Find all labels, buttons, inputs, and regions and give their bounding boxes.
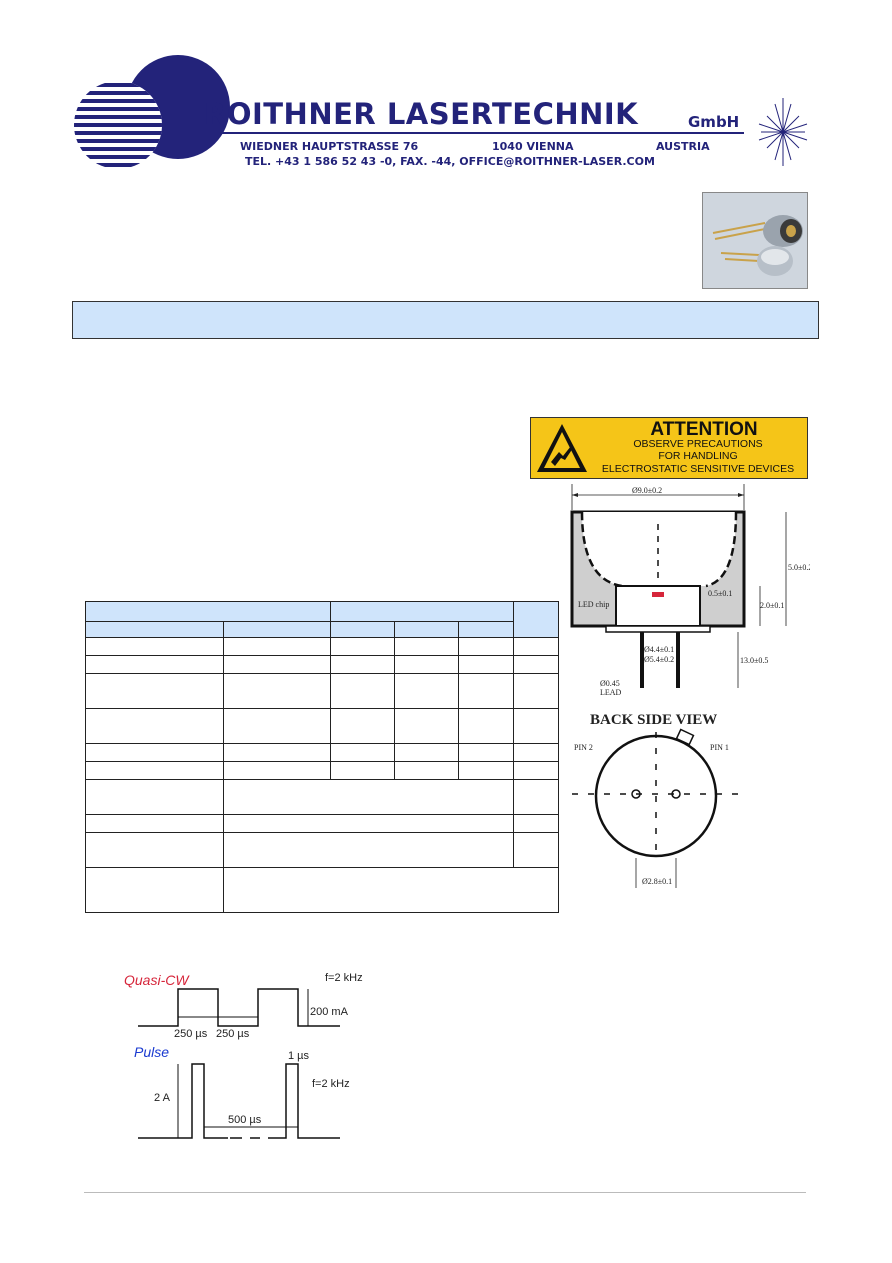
led-chip-label: LED chip [578,600,609,609]
attention-line-3: ELECTROSTATIC SENSITIVE DEVICES [601,463,795,475]
pin-spacing-label: Ø2.8±0.1 [642,877,672,886]
address-country: AUSTRIA [656,140,710,153]
lead-dia-label: Ø0.45 [600,679,620,688]
product-photo [702,192,808,289]
company-suffix: GmbH [688,113,740,131]
address-city: 1040 VIENNA [492,140,574,153]
offset-label: 0.5±0.1 [708,589,732,598]
lead-label: LEAD [600,688,622,697]
pin1-label: PIN 1 [710,743,729,752]
contact-line: TEL. +43 1 586 52 43 -0, FAX. -44, OFFIC… [245,155,655,168]
pin2-label: PIN 2 [574,743,593,752]
pulse-period: 500 µs [228,1114,262,1126]
diameter-label: Ø9.0±0.2 [632,486,662,495]
waveform-diagram: Quasi-CW f=2 kHz 200 mA 250 µs 250 µs Pu… [124,972,363,1139]
company-logo [74,55,808,169]
attention-line-2: FOR HANDLING [658,450,738,462]
package-drawing: Ø9.0±0.2 5.0±0.2 LED chip 0.5±0.1 2.0±0.… [570,484,810,697]
back-side-view: BACK SIDE VIEW PIN 2 PIN 1 Ø2.8±0.1 [572,712,740,888]
pulse-frequency: f=2 kHz [312,1078,350,1090]
pulse-label: Pulse [134,1044,169,1060]
qcw-time-low: 250 µs [216,1028,250,1040]
height-label: 5.0±0.2 [788,563,810,572]
attention-line-1: OBSERVE PRECAUTIONS [633,438,763,450]
company-name: ROITHNER LASERTECHNIK [204,97,639,131]
address-street: WIEDNER HAUPTSTRASSE 76 [240,140,419,153]
back-view-title: BACK SIDE VIEW [590,712,717,728]
qcw-label: Quasi-CW [124,972,190,988]
esd-attention-label: ATTENTION OBSERVE PRECAUTIONS FOR HANDLI… [530,417,808,479]
qcw-freq: f=2 kHz [325,972,363,984]
footer-rule [84,1192,806,1193]
title-banner [72,301,819,339]
base-label: 2.0±0.1 [760,601,784,610]
esd-warning-icon [537,424,587,472]
attention-title: ATTENTION [650,419,758,440]
inner-dia-label: Ø4.4±0.1 [644,645,674,654]
qcw-amplitude: 200 mA [310,1006,349,1018]
pulse-width: 1 µs [288,1050,310,1062]
qcw-time-high: 250 µs [174,1028,208,1040]
outer-dia-label: Ø5.4±0.2 [644,655,674,664]
lead-length-label: 13.0±0.5 [740,656,768,665]
spec-table [85,601,559,913]
pulse-amplitude: 2 A [154,1092,171,1104]
header-rule [204,132,744,134]
